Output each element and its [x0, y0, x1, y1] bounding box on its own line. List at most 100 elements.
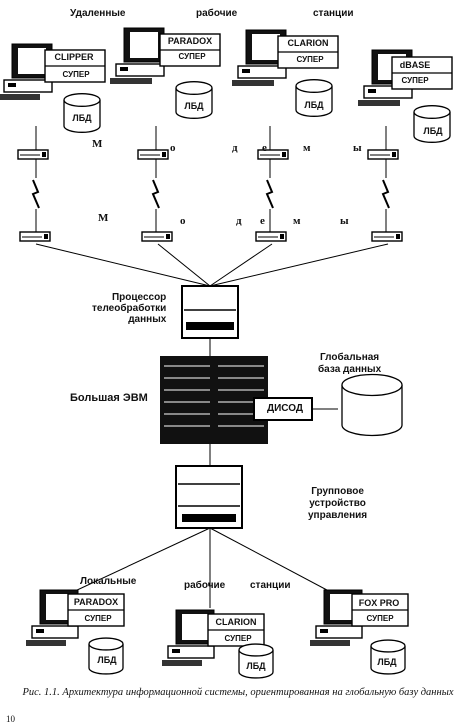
processor-unit [181, 285, 239, 339]
modem-letter: д [236, 215, 242, 227]
modem-letter: о [180, 215, 186, 227]
database-cylinder [175, 88, 213, 119]
database-top [370, 639, 406, 653]
label-global-db: Глобальная база данных [318, 352, 382, 375]
label-group-control: Групповое устройство управления [308, 486, 368, 521]
modem-light [280, 234, 284, 239]
db-tag: ЛБД [246, 661, 266, 671]
drive-slot [8, 83, 16, 87]
keyboard [232, 80, 274, 86]
db-tag: ЛБД [423, 126, 443, 136]
super-tag: СУПЕР [401, 76, 429, 85]
label-processor: Процессор телеобработки данных [92, 292, 167, 325]
modem-light [166, 234, 170, 239]
super-tag: СУПЕР [178, 52, 206, 61]
modem-letter: ы [340, 215, 349, 227]
database-cylinder [341, 385, 403, 437]
modem-letter: д [232, 142, 238, 154]
db-tag: ЛБД [72, 113, 92, 123]
database-top [413, 105, 451, 119]
lightning-link [381, 179, 390, 209]
drive-slot [36, 629, 44, 633]
modem-letter: ы [353, 142, 362, 154]
database-cylinder [88, 644, 124, 675]
connector [59, 527, 211, 599]
lightning-link [151, 179, 160, 209]
modem-letter: м [293, 215, 301, 227]
label-remote: Удаленные [70, 8, 126, 19]
label-working: рабочие [196, 8, 238, 19]
product-tag: PARADOX [167, 36, 213, 46]
database-cylinder [370, 646, 406, 675]
product-tag: dBASE [399, 60, 431, 70]
connector [209, 527, 343, 599]
drive-slot [172, 649, 180, 653]
page-number: 10 [6, 714, 15, 724]
product-tag: PARADOX [73, 597, 119, 607]
database-cylinder [413, 112, 451, 143]
keyboard [162, 660, 202, 666]
super-tag: СУПЕР [84, 614, 112, 623]
super-tag: СУПЕР [224, 634, 252, 643]
drive-slot [368, 89, 376, 93]
product-tag: CLARION [287, 38, 329, 48]
db-tag: ЛБД [97, 655, 117, 665]
keyboard [310, 640, 350, 646]
modem-light [396, 234, 400, 239]
db-tag: ЛБД [184, 101, 204, 111]
modem-light [162, 152, 166, 157]
db-tag: ЛБД [304, 100, 324, 110]
modem-letter: о [170, 142, 176, 154]
modem-letter: м [303, 142, 311, 154]
modem-letter: М [92, 138, 103, 150]
monitor-screen [252, 34, 280, 60]
database-top [341, 373, 403, 397]
connector [209, 243, 389, 287]
database-top [295, 79, 333, 93]
super-tag: СУПЕР [62, 70, 90, 79]
database-cylinder [295, 86, 333, 117]
monitor-screen [182, 614, 208, 640]
database-top [238, 643, 274, 657]
db-tag: ЛБД [377, 657, 397, 667]
label-local-stations: станции [250, 580, 291, 591]
connector [209, 243, 273, 287]
modem-letter: М [98, 212, 109, 224]
keyboard [358, 100, 400, 106]
keyboard [0, 94, 40, 100]
super-tag: СУПЕР [366, 614, 394, 623]
keyboard [110, 78, 152, 84]
modem-light [44, 234, 48, 239]
drive-slot [120, 67, 128, 71]
connector [35, 243, 211, 287]
drive-slot [320, 629, 328, 633]
lightning-link [31, 179, 40, 209]
processor-bar [186, 322, 234, 330]
modem-light [392, 152, 396, 157]
figure-caption: Рис. 1.1. Архитектура информационной сис… [22, 687, 454, 698]
lightning-link [265, 179, 274, 209]
monitor-screen [18, 48, 46, 74]
monitor-screen [130, 32, 158, 58]
modem-light [282, 152, 286, 157]
label-stations: станции [313, 8, 354, 19]
label-local-working: рабочие [184, 580, 226, 591]
connector [157, 243, 211, 287]
modem-light [42, 152, 46, 157]
gcu-bar [182, 514, 236, 522]
product-tag: FOX PRO [358, 598, 400, 608]
drive-slot [242, 69, 250, 73]
super-tag: СУПЕР [296, 55, 324, 64]
disod-label: ДИСОД [266, 403, 304, 414]
label-local: Локальные [80, 576, 137, 587]
database-cylinder [63, 100, 101, 133]
database-cylinder [238, 650, 274, 679]
product-tag: CLARION [215, 617, 257, 627]
keyboard [26, 640, 66, 646]
mainframe-left [160, 356, 214, 444]
database-top [175, 81, 213, 95]
label-mainframe: Большая ЭВМ [70, 392, 148, 404]
modem-letter: е [260, 215, 265, 227]
modem-letter: е [262, 142, 267, 154]
